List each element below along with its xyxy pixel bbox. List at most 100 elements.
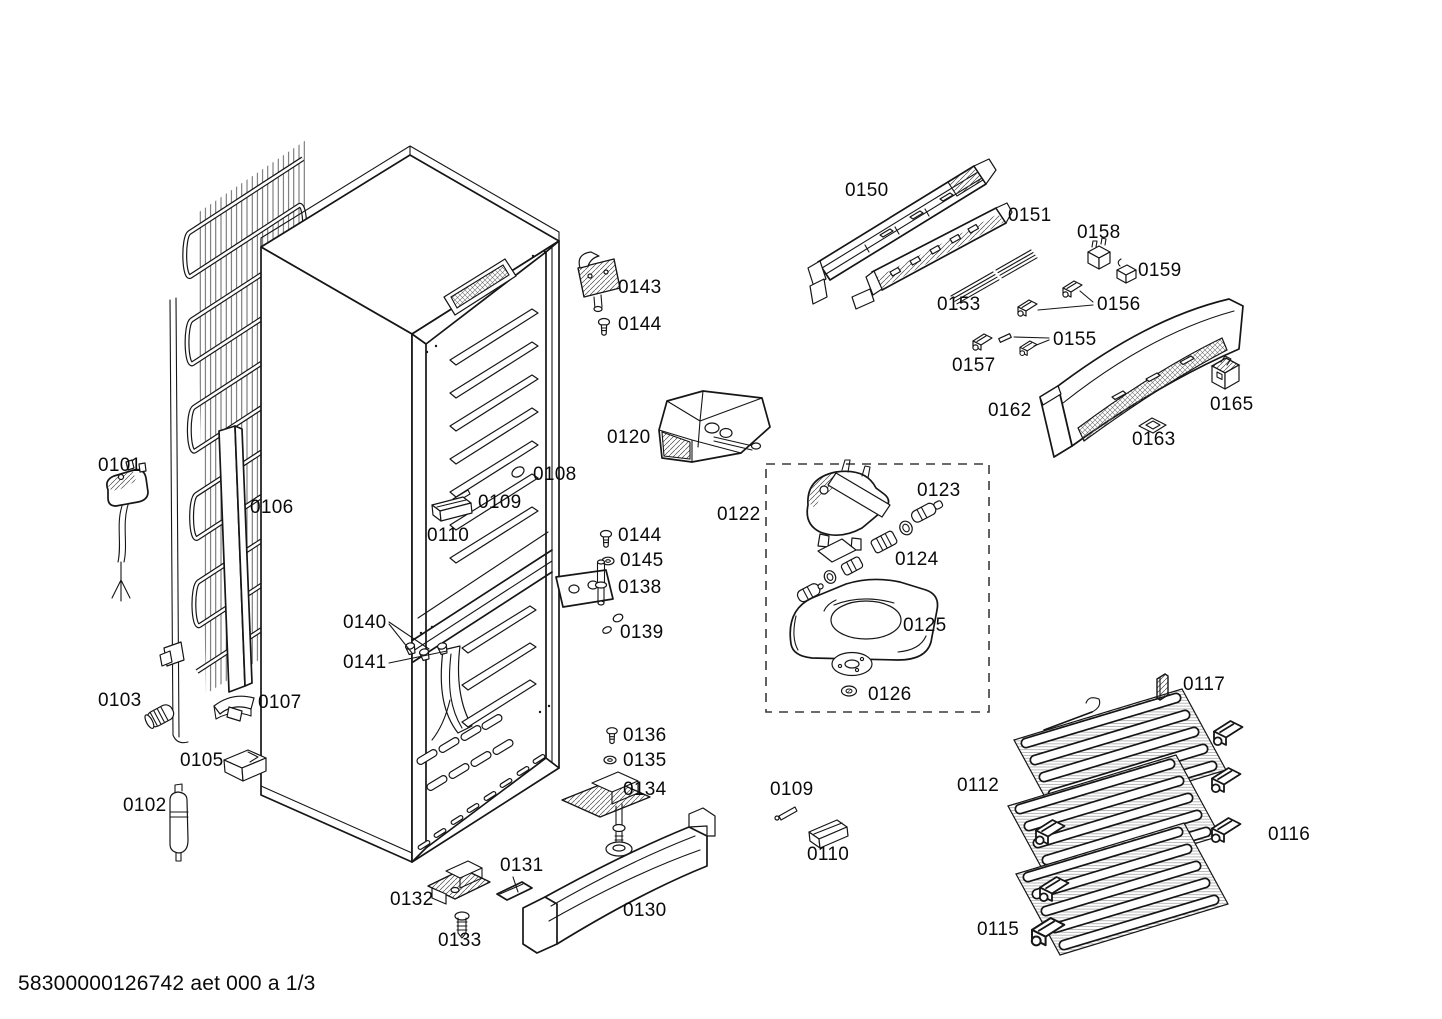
part-label-0102: 0102 — [123, 795, 167, 816]
bottom-hinge-0134 — [561, 771, 651, 857]
part-label-0106: 0106 — [250, 497, 294, 518]
part-label-0120: 0120 — [607, 427, 651, 448]
part-label-0110: 0110 — [427, 525, 470, 546]
part-label-0135: 0135 — [623, 750, 667, 771]
screw-0144-top — [597, 317, 611, 336]
part-label-0116: 0116 — [1268, 824, 1311, 845]
part-label-0151: 0151 — [1008, 205, 1052, 226]
hole-0108 — [511, 466, 525, 478]
part-label-0139: 0139 — [620, 622, 664, 643]
screw-0144-mid — [599, 529, 613, 548]
clips-0116 — [1210, 720, 1244, 844]
grommet-0103 — [144, 704, 175, 730]
evaporator-layer-3 — [1015, 822, 1229, 956]
part-label-0159: 0159 — [1138, 260, 1182, 281]
part-label-0165: 0165 — [1210, 394, 1254, 415]
part-label-0130: 0130 — [623, 900, 667, 921]
part-label-0150: 0150 — [845, 180, 889, 201]
part-label-0162: 0162 — [988, 400, 1032, 421]
part-label-0109: 0109 — [478, 492, 522, 513]
fan-gasket-plate — [817, 538, 857, 563]
cover-strip-0106 — [218, 425, 253, 693]
part-label-0123: 0123 — [917, 480, 961, 501]
fan-impeller-disc — [831, 651, 873, 677]
part-label-0134: 0134 — [623, 779, 667, 800]
part-label-0143: 0143 — [618, 277, 662, 298]
cover-0110-lower — [808, 819, 849, 849]
cover-0110-upper — [431, 496, 473, 522]
fan-assembly-box-0122 — [765, 459, 990, 713]
spacer-0131 — [496, 881, 533, 901]
part-label-0144: 0144 — [618, 314, 662, 335]
clamp-0105 — [223, 749, 267, 782]
bushings-0124 — [796, 520, 913, 603]
part-label-0132: 0132 — [390, 889, 434, 910]
fan-scroll-0125 — [789, 578, 939, 661]
part-label-0163: 0163 — [1132, 429, 1176, 450]
part-label-0153: 0153 — [937, 294, 981, 315]
part-label-0101: 0101 — [98, 455, 142, 476]
switch-0165 — [1210, 355, 1241, 390]
filter-dryer-0102 — [169, 783, 189, 862]
bracket-0107 — [213, 695, 255, 722]
part-label-0110: 0110 — [807, 844, 850, 865]
part-label-0133: 0133 — [438, 930, 482, 951]
part-label-0103: 0103 — [98, 690, 142, 711]
part-label-0108: 0108 — [533, 464, 577, 485]
power-cord-0101 — [106, 459, 149, 602]
part-label-0125: 0125 — [903, 615, 947, 636]
part-label-0117: 0117 — [1183, 674, 1226, 695]
part-label-0157: 0157 — [952, 355, 996, 376]
leader-lines — [388, 290, 1094, 893]
part-label-0109: 0109 — [770, 779, 814, 800]
part-label-0124: 0124 — [895, 549, 939, 570]
clip-0157 — [972, 333, 993, 351]
part-label-0122: 0122 — [717, 504, 761, 525]
grommet-0126 — [840, 685, 858, 697]
freezer-interior — [416, 605, 546, 850]
bottom-hinge-0132 — [427, 860, 491, 905]
part-label-0112: 0112 — [957, 775, 1000, 796]
part-label-0145: 0145 — [620, 550, 664, 571]
mounting-rail-0150 — [807, 158, 997, 305]
caps-0139 — [602, 613, 624, 634]
switch-0158 — [1087, 237, 1111, 270]
fan-motor-housing — [806, 459, 891, 551]
part-0159 — [1116, 258, 1137, 284]
part-label-0140: 0140 — [343, 612, 387, 633]
part-label-0156: 0156 — [1097, 294, 1141, 315]
control-module-0151 — [851, 202, 1013, 310]
document-code: 58300000126742 aet 000 a 1/3 — [18, 972, 316, 995]
evaporator-layer-2 — [1007, 754, 1221, 888]
part-label-0107: 0107 — [258, 692, 302, 713]
screw-0136 — [606, 727, 618, 745]
part-label-0138: 0138 — [618, 577, 662, 598]
part-label-0126: 0126 — [868, 684, 912, 705]
part-label-0158: 0158 — [1077, 222, 1121, 243]
shelf-rails — [449, 308, 539, 564]
rivet-marks — [419, 250, 551, 714]
mid-hinge-0138 — [555, 559, 614, 608]
part-label-0144: 0144 — [618, 525, 662, 546]
bracket-0117 — [1156, 673, 1169, 701]
washer-0135 — [603, 755, 617, 765]
parts-0155 — [998, 333, 1038, 357]
bracket-0120 — [658, 390, 771, 463]
part-label-0155: 0155 — [1053, 329, 1097, 350]
part-label-0141: 0141 — [343, 652, 387, 673]
evaporator-0112 — [1007, 688, 1229, 956]
part-label-0105: 0105 — [180, 750, 224, 771]
cover-0163 — [1138, 417, 1167, 434]
lamp-0123 — [910, 500, 944, 523]
clip-0156-a — [1017, 299, 1038, 317]
part-label-0136: 0136 — [623, 725, 667, 746]
part-label-0115: 0115 — [977, 919, 1020, 940]
clip-0109-lower — [774, 806, 798, 821]
screw-0133 — [454, 911, 470, 939]
clip-0156-b — [1062, 280, 1083, 298]
plinth-0130 — [522, 807, 716, 954]
part-label-0131: 0131 — [500, 855, 544, 876]
cabinet-drawing — [260, 145, 560, 863]
